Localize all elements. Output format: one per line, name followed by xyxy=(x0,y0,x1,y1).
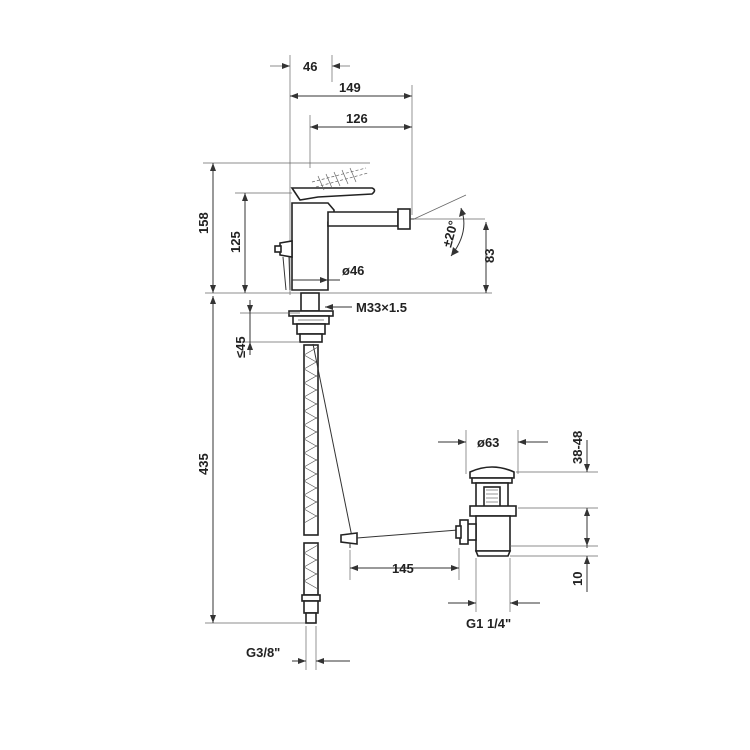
dimension-le45: ≤45 xyxy=(233,300,300,358)
dimension-126: 126 xyxy=(309,111,412,168)
dimension-dia63: ø63 xyxy=(438,430,548,474)
label-46: 46 xyxy=(303,59,317,74)
label-158: 158 xyxy=(196,212,211,234)
label-le45: ≤45 xyxy=(233,336,248,358)
dimension-158: 158 xyxy=(196,162,370,293)
label-125: 125 xyxy=(228,231,243,253)
label-g114: G1 1/4" xyxy=(466,616,511,631)
dimension-435: 435 xyxy=(196,296,315,624)
label-m33: M33×1.5 xyxy=(356,300,407,315)
dimension-125: 125 xyxy=(228,192,292,293)
label-435: 435 xyxy=(196,453,211,475)
dimension-g114: G1 1/4" xyxy=(448,558,540,631)
dimension-149: 149 xyxy=(290,80,413,215)
label-145: 145 xyxy=(392,561,414,576)
dimension-jet-angle: ±20° xyxy=(413,194,485,257)
label-dia63: ø63 xyxy=(477,435,499,450)
popup-rod xyxy=(312,343,459,548)
dimension-dia46: ø46 xyxy=(292,263,364,283)
faucet-body xyxy=(274,167,414,291)
label-83: 83 xyxy=(482,249,497,263)
label-dia46: ø46 xyxy=(342,263,364,278)
dimension-10: 10 xyxy=(510,536,598,592)
dimension-m33: M33×1.5 xyxy=(325,300,407,315)
dimension-145: 145 xyxy=(349,548,460,580)
label-10: 10 xyxy=(570,572,585,586)
dimension-38-48: 38-48 xyxy=(516,431,598,548)
flex-hose xyxy=(301,344,321,624)
label-126: 126 xyxy=(346,111,368,126)
dimension-g38: G3/8" xyxy=(246,626,350,670)
label-38-48: 38-48 xyxy=(570,431,585,464)
dimension-83: 83 xyxy=(482,222,497,293)
label-g38: G3/8" xyxy=(246,645,280,660)
lever-swing-indicator xyxy=(311,167,369,191)
popup-waste xyxy=(455,466,517,557)
mounting-shank xyxy=(288,292,334,343)
label-149: 149 xyxy=(339,80,361,95)
label-angle: ±20° xyxy=(439,219,460,249)
